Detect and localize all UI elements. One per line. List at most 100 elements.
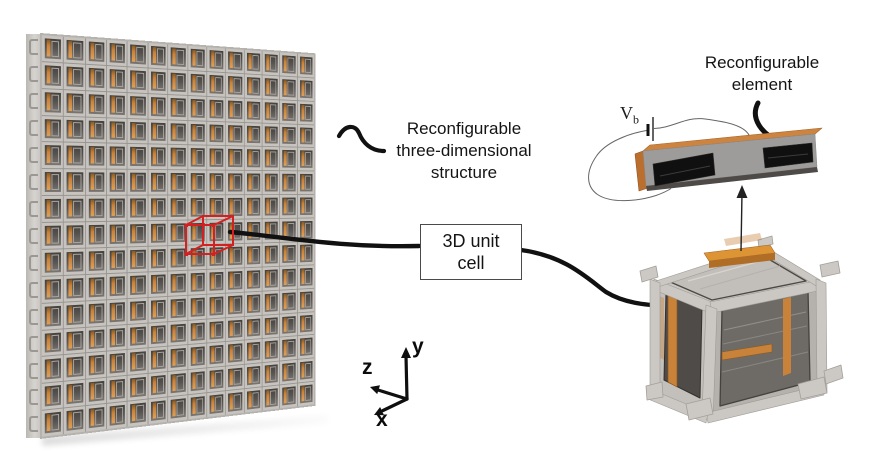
lattice-cell-frame2 — [270, 151, 277, 167]
bar-left-cap — [634, 150, 649, 192]
lattice-cell-frame2 — [270, 223, 277, 238]
lattice-cell-frame2 — [94, 70, 103, 86]
lattice-cell-obar — [68, 411, 73, 429]
lattice-cell-frame2 — [94, 43, 103, 60]
lattice-cell — [148, 170, 168, 195]
lattice-cell — [41, 196, 64, 223]
lattice-cell-frame2 — [94, 409, 103, 426]
lattice-cell-obar — [111, 121, 116, 139]
patch-streak — [767, 153, 809, 159]
lattice-cell-frame2 — [304, 292, 312, 308]
lattice-cell-frame2 — [156, 326, 165, 343]
lattice-cell-obar — [132, 45, 136, 62]
lattice-cell — [280, 123, 297, 148]
lattice-cell — [225, 97, 244, 122]
lattice-cell-frame2 — [287, 128, 294, 143]
lattice-cell-frame2 — [136, 379, 144, 396]
lattice-cell-frame2 — [270, 56, 277, 71]
lattice-cell-obar — [283, 269, 287, 285]
lattice-side-tab — [28, 308, 38, 325]
lattice-cell-frame2 — [51, 67, 60, 84]
lattice-cell — [41, 35, 64, 63]
lattice-cell-frame2 — [233, 248, 241, 264]
lattice-cell-obar — [301, 151, 305, 167]
lattice-side-tab — [28, 120, 38, 137]
lattice-cell — [107, 143, 127, 170]
lattice-cell-obar — [248, 343, 252, 360]
lattice-cell-frame2 — [156, 175, 165, 191]
lattice-cell-frame2 — [287, 81, 294, 96]
lattice-cell — [262, 99, 280, 123]
lattice-cell — [85, 404, 107, 432]
lattice-side-tab — [28, 335, 38, 352]
lattice-cell-obar — [90, 278, 95, 295]
lattice-cell-frame2 — [136, 302, 144, 319]
lattice-cell-frame2 — [116, 97, 124, 113]
lattice-cell — [262, 218, 280, 243]
lattice-cell-obar — [172, 350, 176, 367]
lattice-cell — [148, 195, 168, 221]
lattice-cell-obar — [172, 174, 176, 191]
lattice-cell-obar — [283, 340, 287, 356]
lattice-cell — [280, 100, 297, 124]
lattice-cell — [41, 169, 64, 196]
lattice-cell — [207, 195, 226, 220]
lattice-cell-frame2 — [51, 227, 60, 244]
lattice-cell-obar — [283, 364, 287, 380]
lattice-cell-obar — [152, 326, 157, 343]
lattice-cell-obar — [111, 251, 116, 268]
lattice-cell-obar — [68, 226, 73, 244]
lattice-cell-obar — [191, 248, 196, 265]
lattice-cell — [127, 348, 148, 376]
lattice-cell — [64, 116, 85, 143]
lattice-cell — [262, 290, 280, 315]
lattice-cell-frame2 — [287, 104, 294, 120]
lattice-cell-frame2 — [51, 387, 60, 404]
lattice-cell — [85, 195, 107, 222]
lattice-cell-obar — [172, 199, 176, 216]
lattice-cell — [244, 267, 262, 292]
lattice-cell-frame2 — [51, 254, 60, 271]
lattice-cell-frame2 — [136, 404, 144, 421]
lattice-cell — [107, 350, 127, 377]
lattice-cell-frame2 — [196, 373, 203, 389]
lattice-cell-frame2 — [94, 122, 103, 138]
lattice-cell — [107, 221, 127, 247]
lattice-cell-frame2 — [51, 334, 60, 351]
lattice-side-tabs — [26, 34, 40, 438]
lattice-cell — [107, 39, 127, 67]
lattice-cell-frame2 — [215, 273, 222, 289]
lattice-cell-frame2 — [73, 306, 82, 323]
lattice-side-tab — [28, 39, 38, 56]
lattice-cell-obar — [229, 272, 234, 288]
lattice-cell-frame2 — [304, 363, 312, 378]
lattice-cell-obar — [111, 277, 116, 294]
lattice-cell — [148, 347, 168, 374]
lattice-cell — [41, 328, 64, 357]
lattice-cell — [64, 353, 85, 382]
lattice-cell — [207, 121, 226, 146]
lattice-cell-frame2 — [116, 226, 124, 242]
lattice-cell-obar — [152, 123, 157, 140]
lattice-cell-obar — [191, 124, 196, 141]
lattice-cell-frame2 — [196, 249, 203, 265]
lattice-cell-frame2 — [94, 200, 103, 217]
lattice-cell-frame2 — [156, 250, 165, 267]
lattice-cell-frame2 — [233, 272, 241, 288]
lattice-cell-obar — [132, 148, 136, 165]
reconfigurable-element-bar — [634, 127, 823, 192]
lattice-cell-frame2 — [176, 49, 184, 65]
lattice-cell-obar — [172, 224, 176, 241]
lattice-cell — [297, 124, 315, 148]
lattice-cell-obar — [152, 224, 157, 241]
lattice-cell-obar — [90, 147, 95, 164]
lattice-cell-frame2 — [51, 414, 60, 431]
lattice-cell-obar — [152, 72, 157, 89]
lattice-cell-obar — [266, 246, 270, 262]
lattice-cell — [280, 242, 297, 266]
lattice-cell-obar — [90, 199, 95, 217]
lattice-cell-obar — [248, 367, 252, 384]
lattice-cell-obar — [229, 320, 234, 337]
lattice-cell-frame2 — [304, 269, 312, 284]
